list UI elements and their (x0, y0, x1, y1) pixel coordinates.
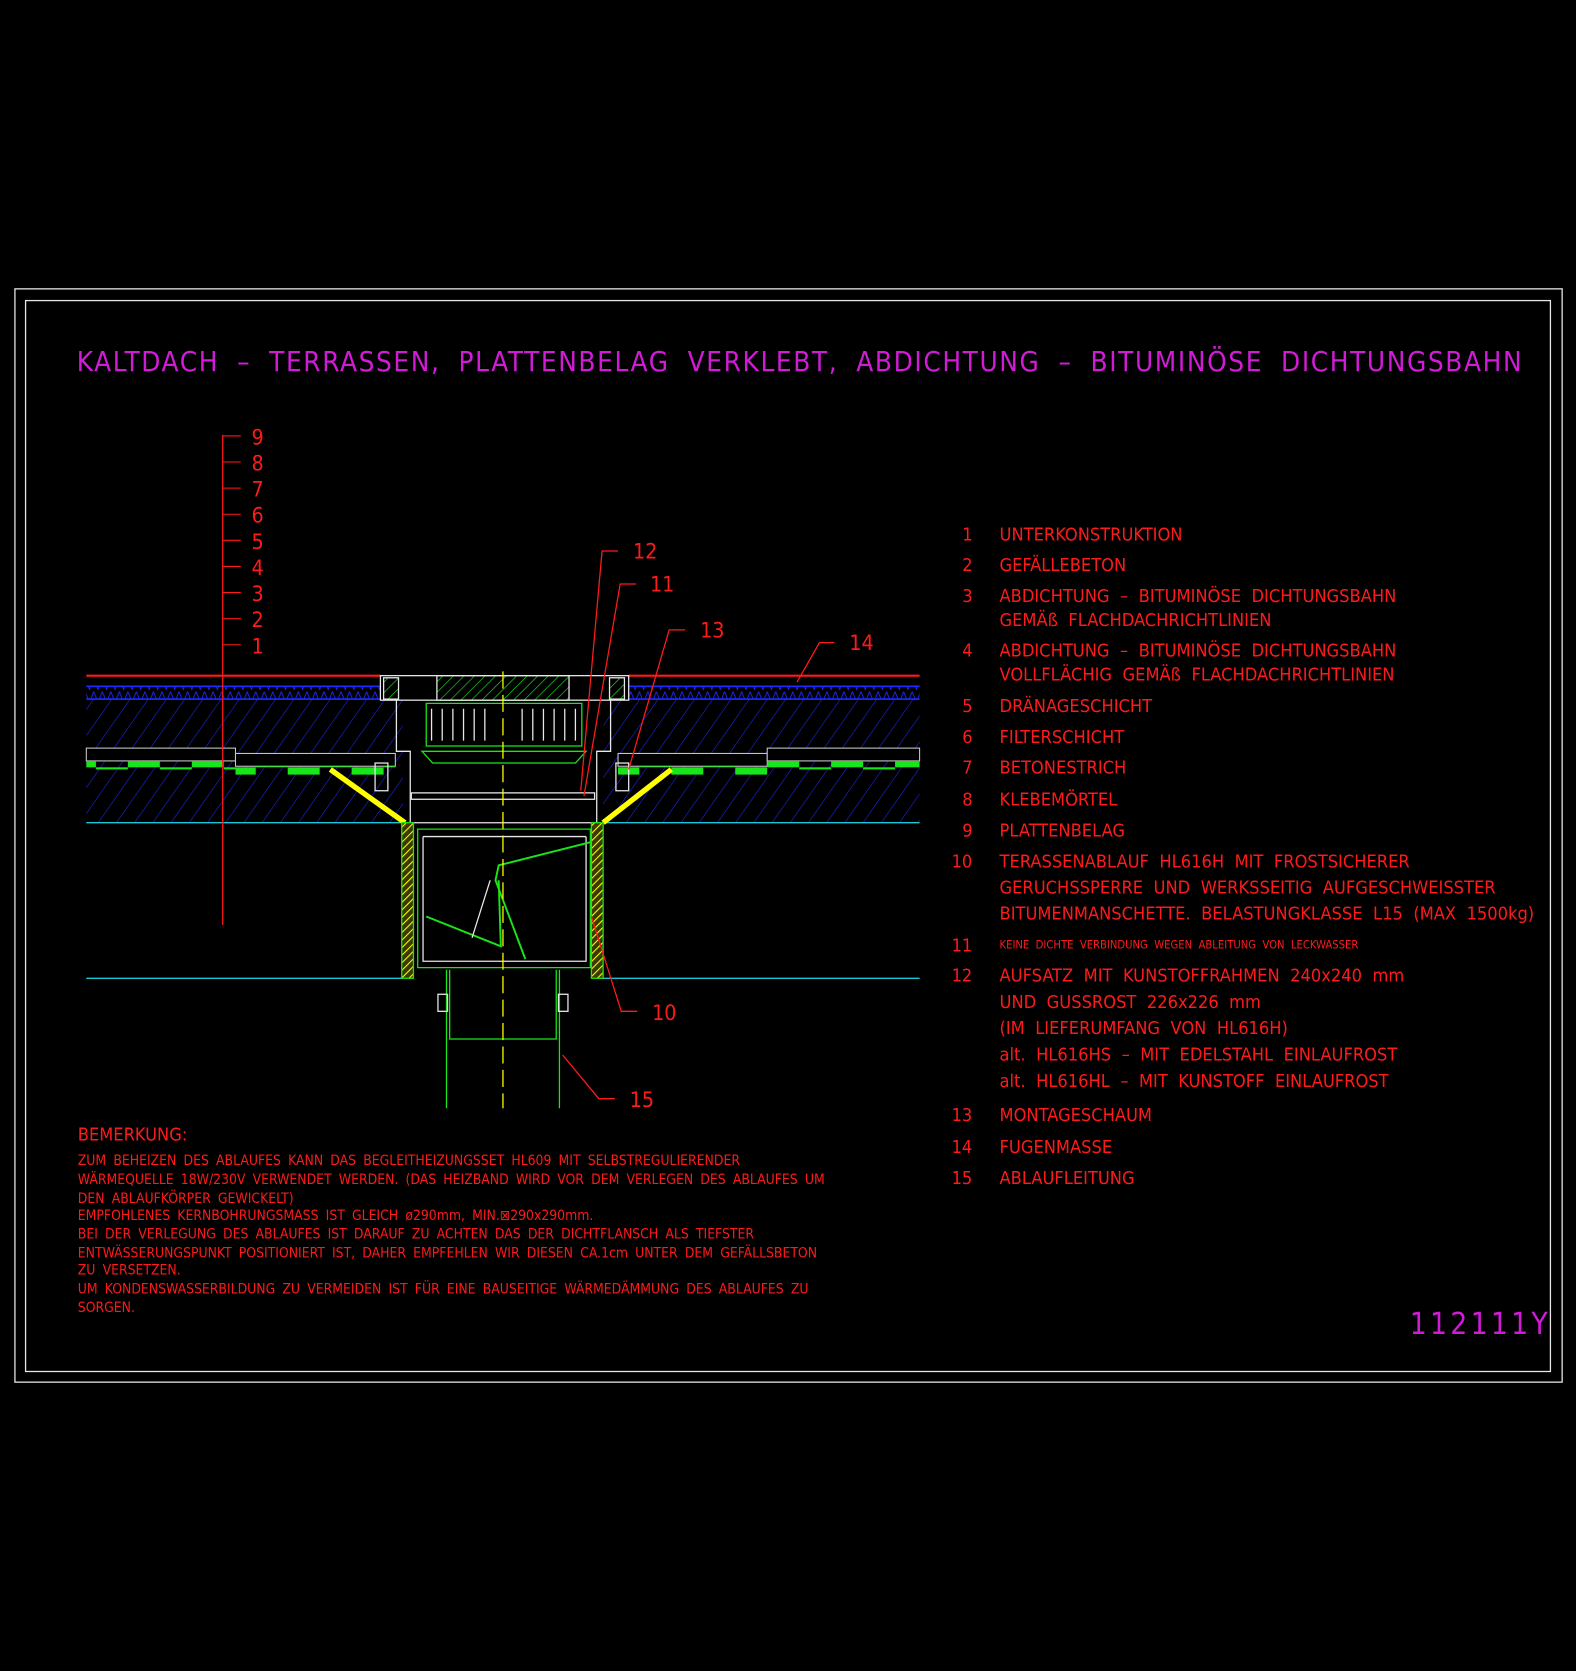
legend-number: 6 (962, 727, 972, 748)
legend-text: (IM LIEFERUMFANG VON HL616H) (1000, 1018, 1288, 1039)
legend-text: KEINE DICHTE VERBINDUNG WEGEN ABLEITUNG … (1000, 938, 1359, 951)
legend-text: alt. HL616HL – MIT KUNSTOFF EINLAUFROST (1000, 1071, 1390, 1092)
legend-text: KLEBEMÖRTEL (1000, 789, 1118, 811)
layer-number: 8 (251, 452, 263, 477)
layer-number: 6 (251, 504, 263, 529)
legend-text: GEFÄLLEBETON (1000, 555, 1127, 576)
membrane-layers (85, 747, 921, 775)
leader-label-11: 11 (650, 572, 674, 597)
legend-text: TERASSENABLAUF HL616H MIT FROSTSICHERER (999, 851, 1410, 872)
remark-line: SORGEN. (78, 1300, 135, 1316)
legend-number: 10 (952, 851, 973, 872)
remark-line: BEI DER VERLEGUNG DES ABLAUFES IST DARAU… (78, 1226, 755, 1242)
leader-label-14: 14 (849, 631, 873, 656)
legend-number: 3 (962, 586, 972, 607)
legend-text: DRÄNAGESCHICHT (1000, 696, 1154, 717)
leader-label-15: 15 (630, 1088, 654, 1113)
legend-number: 14 (952, 1137, 973, 1158)
remark-line: DEN ABLAUFKÖRPER GEWICKELT) (78, 1189, 294, 1207)
remarks-heading: BEMERKUNG: (78, 1124, 188, 1145)
legend-number: 2 (962, 555, 972, 576)
layer-number: 2 (251, 608, 263, 633)
legend-text: BETONESTRICH (1000, 758, 1127, 779)
layer-number: 4 (251, 556, 263, 581)
remarks: BEMERKUNG: ZUM BEHEIZEN DES ABLAUFES KAN… (78, 1124, 825, 1316)
legend-text: GERUCHSSPERRE UND WERKSSEITIG AUFGESCHWE… (1000, 878, 1496, 899)
legend-text: UNTERKONSTRUKTION (1000, 524, 1183, 545)
legend-text: alt. HL616HS – MIT EDELSTAHL EINLAUFROST (1000, 1044, 1399, 1065)
legend-number: 4 (962, 640, 972, 661)
leader-lines (562, 550, 835, 1100)
remark-line: ZUM BEHEIZEN DES ABLAUFES KANN DAS BEGLE… (78, 1153, 741, 1169)
legend-text: VOLLFLÄCHIG GEMÄß FLACHDACHRICHTLINIEN (1000, 664, 1395, 685)
remark-line: WÄRMEQUELLE 18W/230V VERWENDET WERDEN. (… (78, 1170, 825, 1188)
outer-frame (14, 288, 1563, 1383)
layer-number: 3 (251, 582, 263, 607)
legend-text: PLATTENBELAG (1000, 821, 1126, 842)
legend-text: BITUMENMANSCHETTE. BELASTUNGKLASSE L15 (… (1000, 904, 1535, 925)
layer-number: 5 (251, 530, 263, 555)
drawing-code: 112111Y (1410, 1307, 1551, 1342)
leader-label-12: 12 (633, 539, 657, 564)
inner-frame (24, 299, 1552, 1373)
legend-text: ABDICHTUNG – BITUMINÖSE DICHTUNGSBAHN (1000, 585, 1397, 607)
remark-line: EMPFOHLENES KERNBOHRUNGSMASS IST GLEICH … (78, 1208, 594, 1224)
legend-number: 9 (962, 821, 972, 842)
legend-text: GEMÄß FLACHDACHRICHTLINIEN (1000, 610, 1272, 631)
legend-text: MONTAGESCHAUM (1000, 1105, 1152, 1126)
legend-number: 13 (952, 1105, 973, 1126)
layer-number: 9 (251, 425, 263, 450)
remark-line: UM KONDENSWASSERBILDUNG ZU VERMEIDEN IST… (78, 1280, 809, 1298)
remark-line: ENTWÄSSERUNGSPUNKT POSITIONIERT IST, DAH… (78, 1243, 817, 1261)
leader-label-13: 13 (700, 618, 724, 643)
legend-number: 7 (962, 758, 972, 779)
legend-number: 8 (962, 790, 972, 811)
legend-number: 1 (962, 524, 972, 545)
legend-text: FUGENMASSE (1000, 1137, 1113, 1158)
layer-number: 1 (251, 634, 263, 659)
legend-number: 15 (952, 1168, 973, 1189)
legend-text: AUFSATZ MIT KUNSTOFFRAHMEN 240x240 mm (1000, 965, 1405, 986)
leader-label-10: 10 (652, 1001, 676, 1026)
legend-text: FILTERSCHICHT (1000, 727, 1126, 748)
legend-number: 5 (962, 696, 972, 717)
remark-line: ZU VERSETZEN. (78, 1263, 181, 1279)
legend-text: ABLAUFLEITUNG (1000, 1168, 1135, 1189)
legend-text: UND GUSSROST 226x226 mm (1000, 992, 1261, 1013)
drawing-title: KALTDACH – TERRASSEN, PLATTENBELAG VERKL… (77, 344, 1523, 378)
legend-number: 11 (952, 936, 973, 957)
legend-text: ABDICHTUNG – BITUMINÖSE DICHTUNGSBAHN (1000, 639, 1397, 661)
layer-number: 7 (251, 478, 263, 503)
legend-number: 12 (952, 965, 973, 986)
